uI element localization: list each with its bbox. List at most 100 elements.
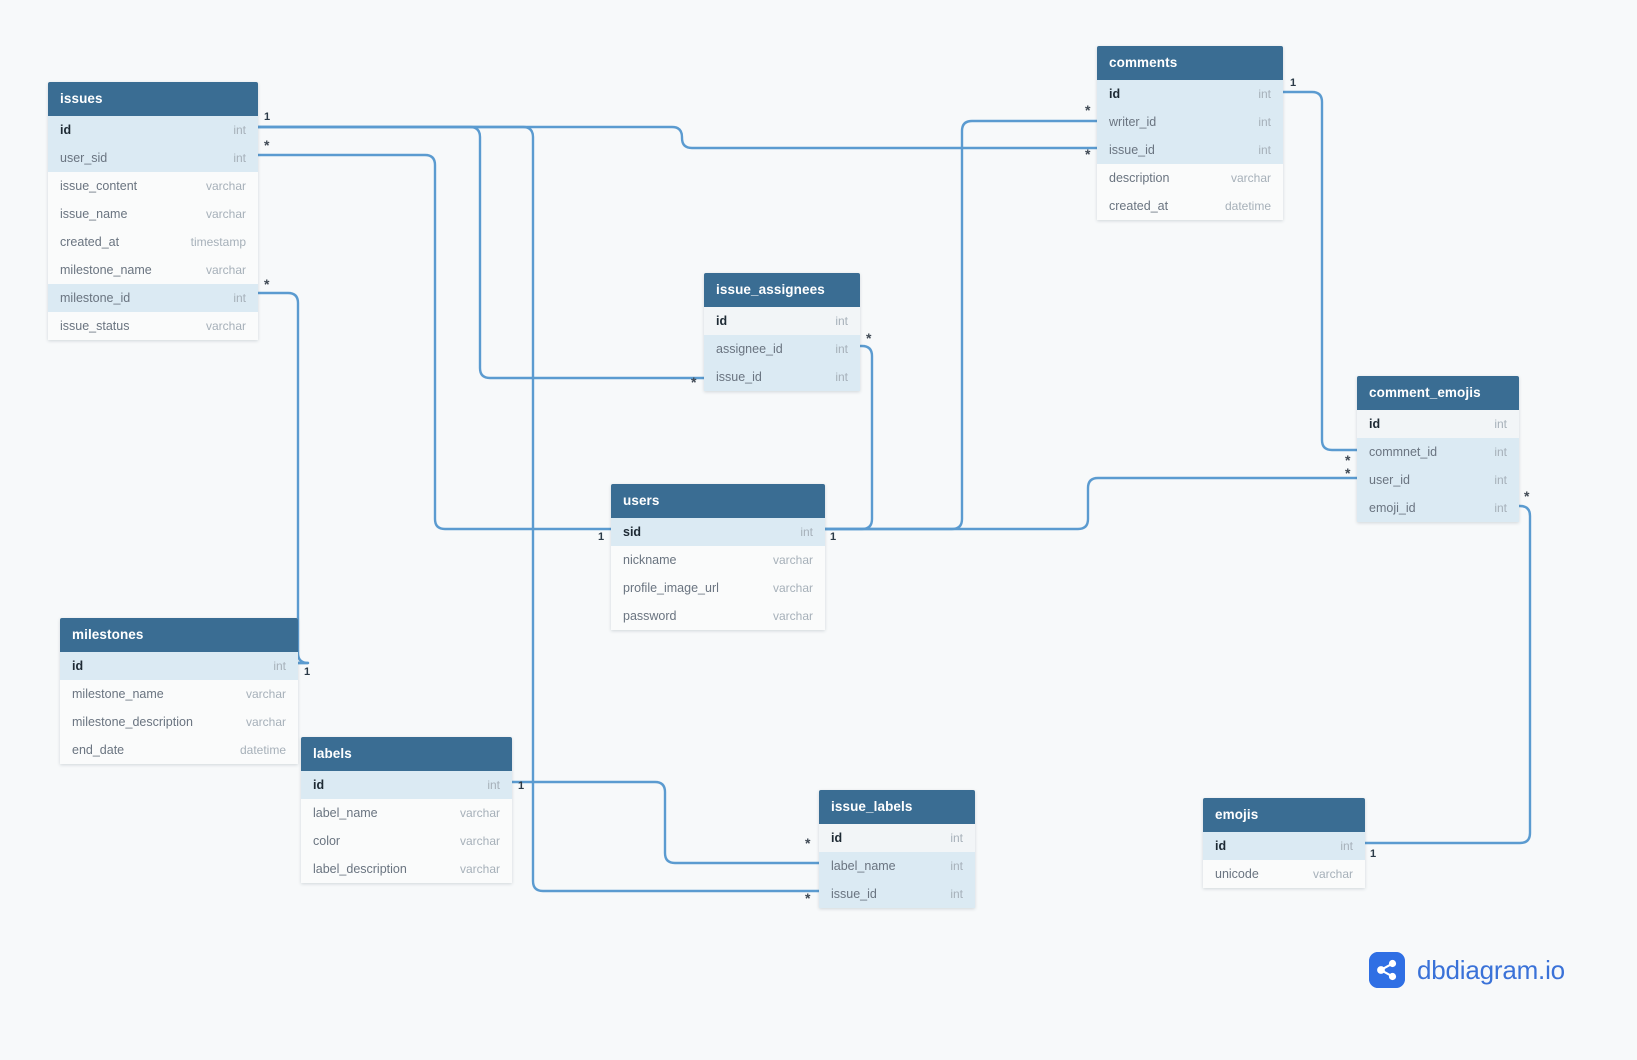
field-name: end_date — [72, 742, 125, 757]
field-name: profile_image_url — [623, 580, 719, 595]
field-type: int — [1494, 500, 1507, 515]
field-type: varchar — [459, 833, 500, 848]
field-type: varchar — [459, 861, 500, 876]
table-header-milestones[interactable]: milestones — [60, 618, 298, 652]
cardinality-marker-many: * — [805, 890, 811, 906]
field-type: varchar — [772, 580, 813, 595]
field-name: sid — [623, 524, 642, 539]
table-header-labels[interactable]: labels — [301, 737, 512, 771]
field-name: password — [623, 608, 677, 623]
table-header-comment_emojis[interactable]: comment_emojis — [1357, 376, 1519, 410]
cardinality-marker-many: * — [691, 374, 697, 390]
table-header-emojis[interactable]: emojis — [1203, 798, 1365, 832]
field-row[interactable]: user_id int — [1357, 465, 1519, 494]
field-type: varchar — [1312, 866, 1353, 881]
edge-issues-id-to-comments-issue-id — [256, 125, 1099, 150]
field-type: int — [233, 290, 246, 305]
field-row[interactable]: password varchar — [611, 601, 825, 630]
cardinality-marker-one: 1 — [830, 531, 837, 543]
edge-emojis-id-to-comment_emojis-emoji_id — [1363, 504, 1532, 845]
field-type: int — [835, 313, 848, 328]
field-name: id — [60, 122, 72, 137]
field-type: varchar — [772, 608, 813, 623]
field-name: user_id — [1369, 472, 1410, 487]
field-type: int — [950, 830, 963, 845]
field-type: int — [1494, 472, 1507, 487]
table-header-comments[interactable]: comments — [1097, 46, 1283, 80]
cardinality-marker-many: * — [1085, 146, 1091, 162]
cardinality-marker-one: 1 — [1290, 77, 1297, 89]
field-name: created_at — [60, 234, 120, 249]
table-header-issues[interactable]: issues — [48, 82, 258, 116]
table-header-issue_assignees[interactable]: issue_assignees — [704, 273, 860, 307]
field-row[interactable]: created_at timestamp — [48, 227, 258, 256]
field-type: timestamp — [190, 234, 246, 249]
field-row[interactable]: profile_image_url varchar — [611, 573, 825, 602]
field-type: int — [835, 369, 848, 384]
table-header-issue_labels[interactable]: issue_labels — [819, 790, 975, 824]
field-name: issue_id — [1109, 142, 1155, 157]
edge-issues-milestone_id-to-milestones-id — [256, 291, 310, 665]
field-type: int — [233, 122, 246, 137]
field-row[interactable]: commnet_id int — [1357, 437, 1519, 466]
field-name: issue_id — [831, 886, 877, 901]
field-type: varchar — [772, 552, 813, 567]
field-name: label_name — [313, 805, 378, 820]
field-type: varchar — [205, 206, 246, 221]
field-row[interactable]: id int — [48, 115, 258, 144]
field-name: id — [72, 658, 84, 673]
field-name: writer_id — [1109, 114, 1157, 129]
field-row[interactable]: id int — [60, 651, 298, 680]
field-name: commnet_id — [1369, 444, 1438, 459]
field-type: int — [835, 341, 848, 356]
table-header-users[interactable]: users — [611, 484, 825, 518]
field-type: int — [1494, 444, 1507, 459]
cardinality-marker-one: 1 — [304, 666, 311, 678]
field-type: varchar — [205, 318, 246, 333]
field-type: int — [273, 658, 286, 673]
cardinality-marker-many: * — [1524, 488, 1530, 504]
field-type: int — [487, 777, 500, 792]
dbdiagram-watermark[interactable]: dbdiagram.io — [1369, 952, 1565, 988]
